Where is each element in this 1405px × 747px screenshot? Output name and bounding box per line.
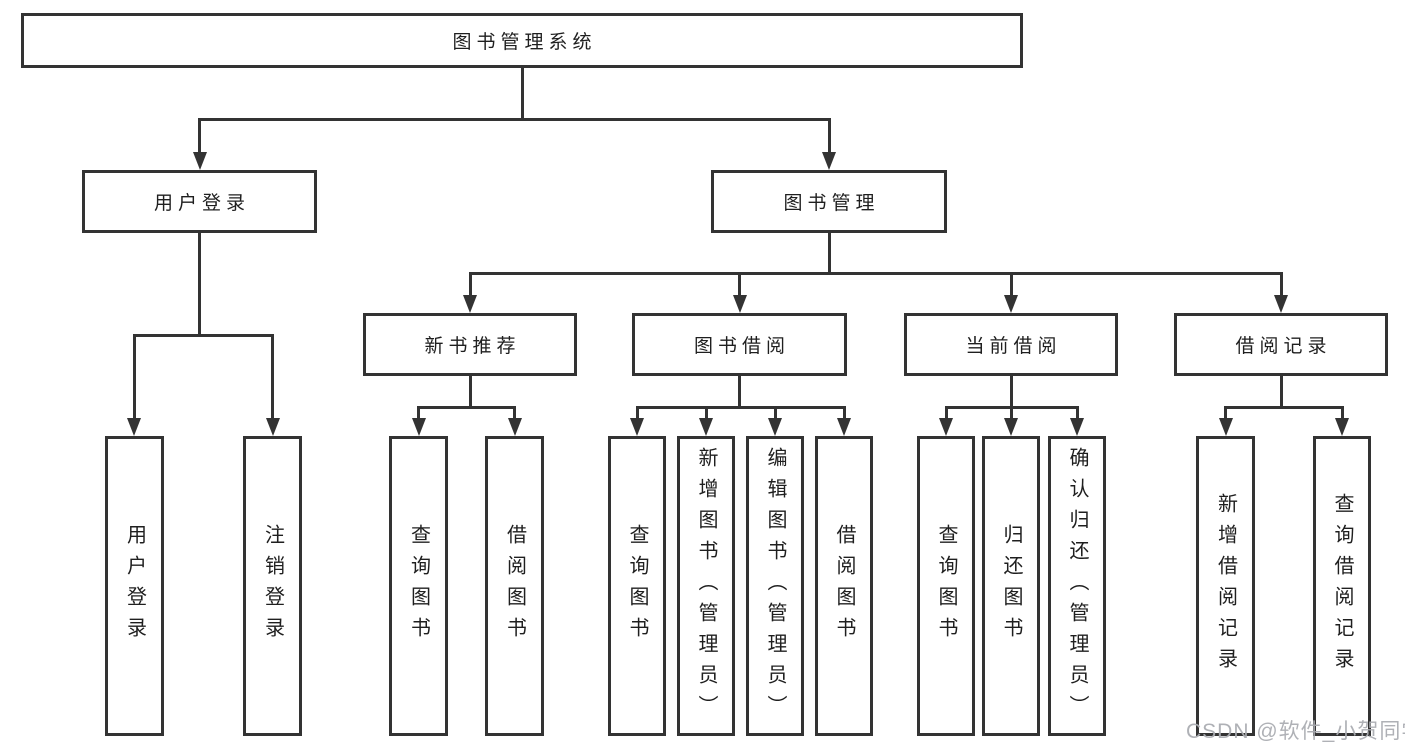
connector-line (1009, 376, 1013, 408)
leaf-rcd-query-borrow-record: 查询借阅记录 (1313, 436, 1371, 736)
node-label: 归还图书 (1000, 524, 1022, 648)
leaf-bor-borrow-books: 借阅图书 (815, 436, 873, 736)
node-label: 新增借阅记录 (1214, 493, 1237, 679)
leaf-rcd-add-borrow-record: 新增借阅记录 (1196, 436, 1255, 736)
node-current-borrow: 当前借阅 (904, 313, 1118, 376)
connector-line (417, 406, 420, 420)
connector-line (1279, 376, 1283, 408)
arrow-down-icon (1274, 295, 1288, 313)
arrow-down-icon (127, 418, 141, 436)
arrow-down-icon (630, 418, 644, 436)
arrow-down-icon (939, 418, 953, 436)
connector-line (417, 406, 516, 409)
arrow-down-icon (463, 295, 477, 313)
arrow-down-icon (768, 418, 782, 436)
leaf-bor-add-books-admin: 新增图书（管理员） (677, 436, 735, 736)
node-new-book-recommend: 新书推荐 (363, 313, 577, 376)
connector-line (1009, 272, 1013, 298)
arrow-down-icon (1004, 295, 1018, 313)
connector-line (132, 334, 136, 420)
connector-line (1075, 406, 1079, 420)
connector-line (468, 272, 472, 298)
watermark: CSDN @软件_小贺同学 (1186, 720, 1405, 743)
node-label: 新增图书（管理员） (695, 446, 717, 726)
connector-line (827, 233, 831, 274)
node-borrow-records: 借阅记录 (1174, 313, 1388, 376)
connector-line (842, 406, 846, 420)
connector-line (198, 118, 201, 154)
leaf-rec-borrow-books: 借阅图书 (485, 436, 544, 736)
connector-line (1224, 406, 1227, 420)
connector-line (520, 68, 524, 120)
connector-line (704, 406, 708, 420)
arrow-down-icon (822, 152, 836, 170)
node-label: 编辑图书（管理员） (764, 446, 786, 726)
leaf-logout: 注销登录 (243, 436, 302, 736)
node-label: 用户登录 (153, 193, 250, 214)
connector-line (271, 334, 274, 420)
connector-line (468, 272, 1283, 275)
arrow-down-icon (732, 295, 747, 313)
node-label: 借阅记录 (1235, 336, 1332, 357)
leaf-bor-query-books: 查询图书 (608, 436, 666, 736)
node-label: 借阅图书 (503, 524, 526, 648)
node-root: 图书管理系统 (21, 13, 1023, 68)
arrow-down-icon (192, 152, 207, 170)
leaf-cur-return-books: 归还图书 (982, 436, 1040, 736)
arrow-down-icon (837, 418, 851, 436)
arrow-down-icon (265, 418, 280, 436)
connector-line (738, 376, 741, 408)
arrow-down-icon (1218, 418, 1233, 436)
leaf-cur-query-books: 查询图书 (917, 436, 975, 736)
leaf-rec-query-books: 查询图书 (389, 436, 448, 736)
connector-line (944, 406, 948, 420)
connector-line (635, 406, 639, 420)
connector-line (738, 272, 741, 298)
node-label: 图书借阅 (693, 336, 790, 357)
connector-line (773, 406, 777, 420)
connector-line (198, 118, 831, 121)
connector-line (198, 233, 201, 336)
connector-line (635, 406, 844, 409)
arrow-down-icon (507, 418, 522, 436)
node-label: 查询图书 (407, 524, 430, 648)
connector-line (1009, 406, 1013, 420)
node-book-management: 图书管理 (711, 170, 947, 233)
node-book-borrow: 图书借阅 (632, 313, 847, 376)
leaf-bor-edit-books-admin: 编辑图书（管理员） (746, 436, 804, 736)
arrow-down-icon (1335, 418, 1349, 436)
arrow-down-icon (1070, 418, 1084, 436)
connector-line (468, 376, 472, 408)
node-label: 当前借阅 (965, 336, 1062, 357)
connector-line (1340, 406, 1344, 420)
connector-line (1224, 406, 1342, 409)
connector-line (1279, 272, 1283, 298)
node-label: 用户登录 (123, 524, 146, 648)
node-label: 查询图书 (626, 524, 648, 648)
node-user-login: 用户登录 (82, 170, 317, 233)
node-label: 图书管理 (783, 193, 880, 214)
leaf-cur-confirm-return-admin: 确认归还（管理员） (1048, 436, 1106, 736)
node-label: 新书推荐 (424, 336, 521, 357)
connector-line (513, 406, 516, 420)
connector-line (827, 118, 831, 154)
node-label: 查询图书 (935, 524, 957, 648)
arrow-down-icon (1004, 418, 1018, 436)
leaf-user-login: 用户登录 (105, 436, 164, 736)
node-label: 借阅图书 (833, 524, 855, 648)
node-label: 查询借阅记录 (1331, 493, 1353, 679)
connector-line (132, 334, 274, 337)
node-label: 确认归还（管理员） (1066, 446, 1088, 726)
node-label: 注销登录 (261, 524, 284, 648)
arrow-down-icon (411, 418, 426, 436)
node-label: 图书管理系统 (452, 32, 597, 53)
arrow-down-icon (699, 418, 713, 436)
